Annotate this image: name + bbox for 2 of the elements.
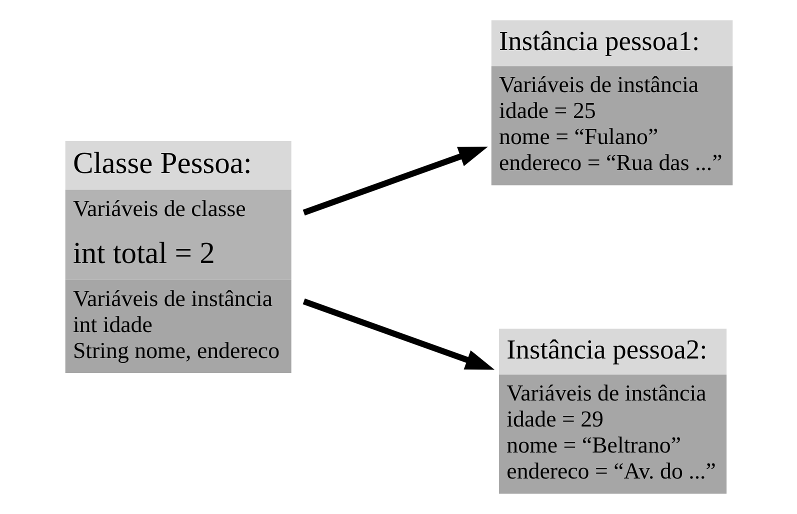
arrow <box>302 146 488 216</box>
arrow <box>302 298 494 370</box>
